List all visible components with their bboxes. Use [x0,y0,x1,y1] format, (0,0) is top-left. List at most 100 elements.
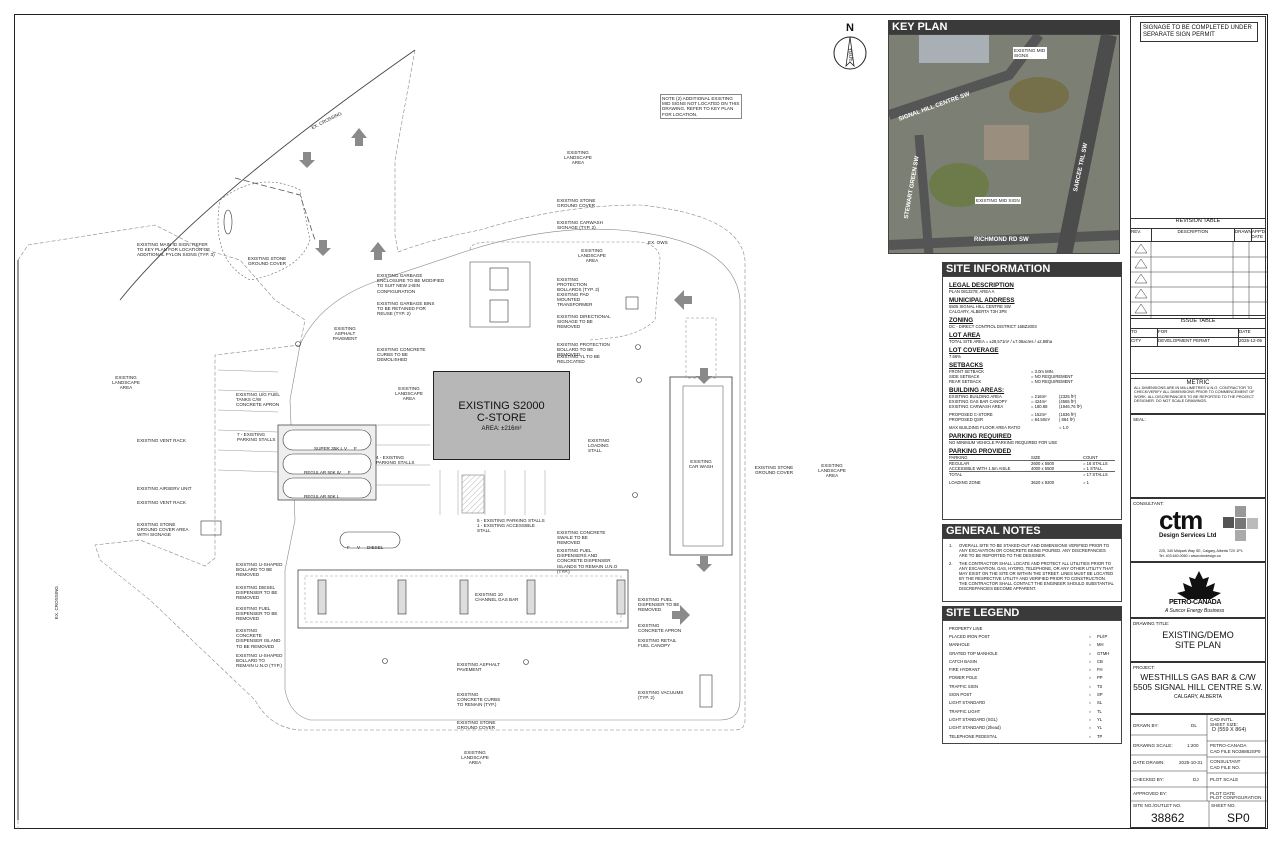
legend-symbol-icon: ○ [1088,642,1092,648]
address-line: 5505 SIGNAL HILL CENTRE SW [949,304,1011,309]
plan-label: EXISTING U/G FUEL TANKS C/W CONCRETE APR… [236,392,280,408]
bldg-ft: (1946.76 ft²) [1059,404,1082,409]
store-title-1: EXISTING S2000 [458,400,545,412]
setback-value: = NO REQUIREMENT [1031,374,1073,379]
tank-label: F [348,470,351,475]
legend-label: FIRE HYDRANT [949,667,980,673]
plan-label: EXISTING STONE GROUND COVER [247,256,287,267]
legend-symbol-icon: ○ [1088,683,1092,689]
key-plan-aerial: SIGNAL HILL CENTRE SW STEWART GREEN SW S… [888,34,1120,254]
consultant-label-2: CONSULTANT [1210,759,1241,764]
general-note: THE CONTRACTOR SHALL LOCATE AND PROTECT … [959,561,1114,591]
ctm-sub: Design Services Ltd [1159,533,1217,539]
rev-col: DATE [1251,234,1263,239]
legend-row: SIGN POST○SP [949,690,1115,698]
legal-heading: LEGAL DESCRIPTION [949,282,1014,289]
bldg-label: EXISTING CARWASH AREA [949,404,1004,409]
plan-label: EXISTING U-SHAPED BOLLARD TO BE REMOVED [236,562,283,578]
metric-box: METRIC ALL DIMENSIONS ARE IN MILLIMETRES… [1130,378,1266,414]
zoning-heading: ZONING [949,317,974,324]
cad-file-label: CAD FILE No. [1210,749,1241,754]
ctm-address: 225, 340 Midpark Way SE, Calgary, Albert… [1159,549,1243,553]
plan-label: EXISTING LANDSCAPE AREA [564,150,592,166]
legend-label: LIGHT STANDARD (2head) [949,725,1001,731]
plan-label: EXISTING CONCRETE CURBS TO BE DEMOLISHED [377,347,426,363]
tank-label: REGULAR 50K L [304,494,340,499]
bldg-value: = 180.88 [1031,404,1048,409]
plan-label: 7 - EXISTING PARKING STALLS [237,432,276,443]
plan-label: EXISTING FUEL DISPENSERS AND CONCRETE DI… [557,548,618,574]
legend-code: TL [1097,708,1102,714]
bldg-ft: (4565 ft²) [1059,399,1076,404]
plan-label: EXISTING VACUUMS (TYP. 2) [638,690,684,701]
issue-col: DATE [1239,329,1251,334]
bldg-value: = 424m² [1031,399,1047,404]
key-plan-callout: EXISTING MID SIGN [975,197,1021,205]
drawing-title-1: EXISTING/DEMO [1162,630,1234,640]
parking-size: 4000 x 5500 [1031,466,1055,471]
plan-label: EXISTING LANDSCAPE AREA [818,463,846,479]
legend-label: LIGHT STANDARD [949,700,986,706]
legend-row: FIRE HYDRANT○FH [949,665,1115,673]
loading-size: 3620 x 9200 [1031,480,1055,485]
parking-size: 2600 x 5500 [1031,461,1055,466]
petro-name: PETRO-CANADA [1169,599,1221,606]
legend-row: TELEPHONE PEDESTAL○TP [949,732,1115,740]
revision-rows [1131,242,1267,318]
parking-col: COUNT [1083,455,1098,460]
plan-label: EXISTING CONCRETE DISPENSER ISLAND TO BE… [236,628,281,649]
legend-symbol-icon: ○ [1088,675,1092,681]
issue-for: DEVELOPMENT PERMIT [1158,338,1239,346]
parking-required-value: NO MINIMUM VEHICLE PARKING REQUIRED FOR … [949,440,1058,445]
maple-leaf-icon [1177,571,1221,599]
tank-label: V [344,446,348,451]
legend-symbol-icon: ○ [1088,692,1092,698]
plan-label: EXISTING CONCRETE APRON [638,623,682,634]
parking-provided-heading: PARKING PROVIDED [949,448,1012,455]
date-drawn-value: 2025-10-31 [1179,760,1203,765]
parking-type: ACCESSIBLE WITH 1.5m AISLE [949,466,1011,471]
plan-label: EXISTING U-SHAPED BOLLARD TO REMAIN U.N.… [236,653,283,669]
legend-code: SL [1097,700,1103,706]
issue-col: FOR [1158,329,1239,337]
revision-title: REVISION TABLE [1131,218,1265,229]
site-no-label: SITE No./OUTLET No. [1133,803,1182,808]
plan-label: EXISTING GARBAGE BINS TO BE RETAINED FOR… [377,301,435,317]
project-line-1: WESTHILLS GAS BAR & C/W [1140,672,1256,682]
cad-file-value: 38862SP0 [1239,749,1261,754]
legend-symbol-icon: ○ [1088,725,1092,731]
plan-label: EXISTING DIRECTIONAL SIGNAGE TO BE REMOV… [557,314,611,330]
legend-row: POWER POLE○PP [949,674,1115,682]
plot-scale-label: PLOT SCALE [1210,777,1239,782]
issue-title: ISSUE TABLE [1131,318,1265,329]
legend-label: GRATED TOP MANHOLE [949,650,998,656]
setback-value: = NO REQUIREMENT [1031,379,1073,384]
legend-code: FH [1097,667,1103,673]
store-area: AREA: ±216m² [481,426,522,432]
approved-by-label: APPROVED BY: [1133,791,1167,796]
issue-to: CITY [1131,338,1158,346]
plan-label: EX. OWS [648,240,668,245]
plan-label: EXISTING LANDSCAPE AREA [578,248,606,264]
legend-row: MANHOLE○MH [949,641,1115,649]
legend-code: PP [1097,675,1103,681]
legend-code: YL [1097,725,1103,731]
drawing-sheet [14,14,1268,829]
bldg-label: EXISTING BUILDING AREA [949,394,1002,399]
petro-tagline: A Suncor Energy Business [1165,608,1225,614]
bldg-ft: (2325 ft²) [1059,394,1076,399]
plan-label: EXISTING LANDSCAPE AREA [461,750,489,766]
legend-row: PROPERTY LINE [949,624,1115,632]
plan-label: EXISTING ASPHALT PAVEMENT [457,662,500,673]
issue-table: ISSUE TABLE TO FOR DATE CITY DEVELOPMENT… [1130,318,1266,374]
ctm-logo-icon [1223,506,1258,541]
plan-label: EXISTING PROTECTION BOLLARDS (TYP. 2) [557,277,600,293]
drawing-title-2: SITE PLAN [1174,640,1221,650]
plan-label: EXISTING GARBAGE ENCLOSURE TO BE MODIFIE… [377,273,445,294]
seal-label: SEAL: [1133,417,1146,422]
tank-label: V [338,470,342,475]
ctm-tel: Tel. 403.640.0060 • www.ctmdesign.ca [1159,554,1221,558]
plan-label: EXISTING VENT RACK [137,500,186,505]
tank-label: F [347,545,350,550]
